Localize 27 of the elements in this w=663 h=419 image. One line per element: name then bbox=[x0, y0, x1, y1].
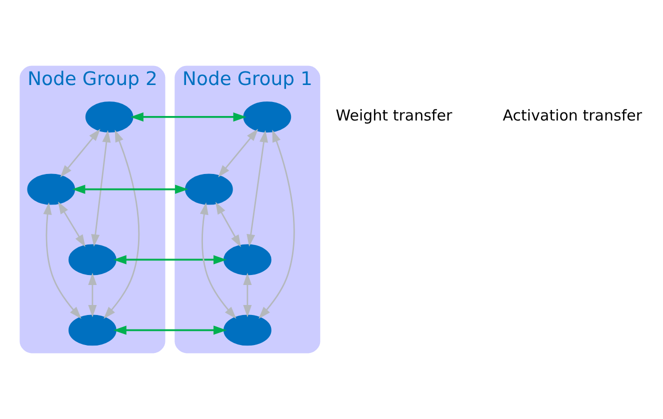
arrow bbox=[200, 202, 236, 319]
label: Weight transfer bbox=[336, 106, 452, 125]
node-ellipse bbox=[184, 174, 233, 205]
arrow bbox=[218, 128, 258, 178]
arrow bbox=[130, 112, 246, 122]
node-ellipse bbox=[27, 174, 76, 205]
label: Activation transfer bbox=[502, 106, 642, 125]
arrow bbox=[91, 130, 111, 247]
cluster: Node Group 2 bbox=[20, 66, 166, 354]
node-ellipse bbox=[224, 244, 272, 276]
arrow bbox=[246, 130, 268, 247]
arrow bbox=[43, 202, 82, 319]
arrow bbox=[113, 326, 227, 335]
node-ellipse bbox=[68, 244, 116, 276]
node-ellipse bbox=[85, 102, 134, 132]
arrow bbox=[58, 202, 86, 247]
arrow bbox=[60, 128, 100, 178]
arrow bbox=[113, 255, 227, 264]
node-ellipse bbox=[243, 102, 292, 132]
arrow bbox=[258, 130, 295, 319]
arrow bbox=[104, 130, 140, 319]
node-ellipse bbox=[68, 314, 116, 346]
arrow bbox=[88, 272, 97, 318]
arrow bbox=[216, 202, 241, 248]
arrow bbox=[72, 184, 188, 194]
arrow bbox=[243, 272, 252, 318]
node-ellipse bbox=[224, 314, 272, 346]
